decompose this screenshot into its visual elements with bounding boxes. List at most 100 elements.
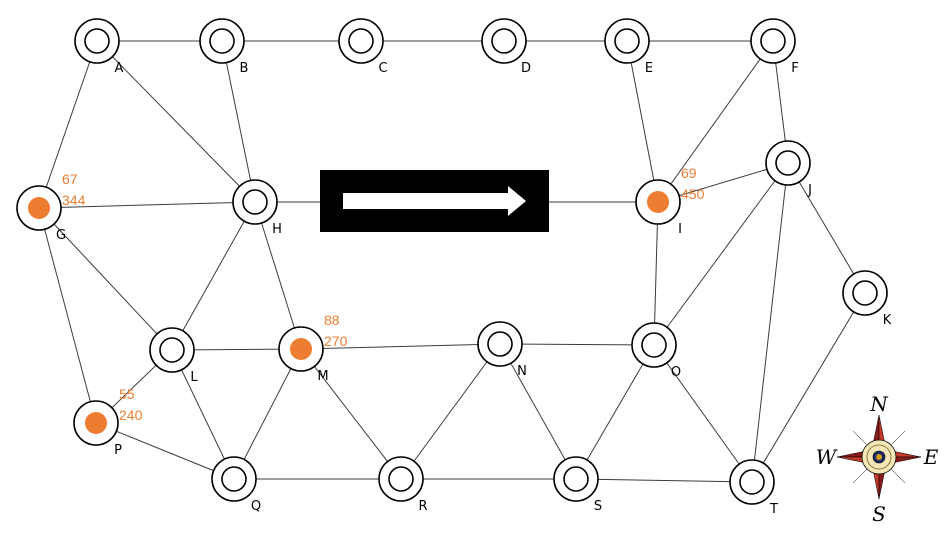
node-inner-ring [491,28,517,54]
node-f[interactable]: F [750,18,799,76]
node-label: B [240,61,249,76]
node-j[interactable]: J [765,140,812,198]
node-inner-ring [487,331,513,357]
node-value-bottom: 240 [119,407,143,423]
node-label: N [517,364,527,379]
node-inner-ring [388,466,414,492]
node-inner-ring [775,150,801,176]
edge-j-t [751,162,789,483]
node-k[interactable]: K [842,270,892,328]
edge-o-s [575,344,655,480]
compass-west-label: W [816,445,838,469]
edge-i-o [653,201,659,346]
node-value-top: 67 [62,171,78,187]
node-label: R [418,499,427,514]
node-label: J [807,183,812,198]
node-s[interactable]: S [553,456,602,514]
right-arrow-icon [343,186,526,216]
node-c[interactable]: C [338,18,388,76]
edge-j-o [653,162,789,346]
edge-o-t [653,344,753,483]
edge-g-h [38,201,256,209]
node-t[interactable]: T [729,459,778,517]
node-inner-ring [760,28,786,54]
compass-east-label: E [923,445,939,469]
node-label: S [594,499,602,514]
node-inner-ring [563,466,589,492]
edge-s-t [575,478,753,483]
node-n[interactable]: N [477,321,527,379]
edge-f-i [657,40,774,203]
node-i[interactable]: I 69 450 [635,165,705,237]
node-label: E [645,61,653,76]
node-g[interactable]: G 67 344 [16,171,86,243]
node-inner-ring [242,189,268,215]
node-label: C [378,61,387,76]
node-label: P [114,443,122,458]
node-label: L [190,370,198,385]
node-marker-dot [28,197,50,219]
node-value-bottom: 344 [62,192,86,208]
node-label: G [56,228,66,243]
node-label: A [115,61,124,76]
node-e[interactable]: E [604,18,653,76]
node-value-top: 55 [119,386,135,402]
edge-k-t [751,292,866,483]
node-h[interactable]: H [232,179,282,237]
edge-n-s [499,343,577,480]
node-b[interactable]: B [199,18,249,76]
node-value-bottom: 270 [324,333,348,349]
edge-m-n [300,343,501,350]
node-label: I [678,222,682,237]
node-label: H [272,222,282,237]
node-d[interactable]: D [481,18,531,76]
edge-e-i [626,40,659,203]
edge-h-l [171,201,256,351]
node-marker-dot [290,338,312,360]
direction-arrow-panel [320,170,549,232]
node-label: Q [251,499,261,514]
compass-north-label: N [869,392,889,416]
edge-m-r [300,348,402,480]
edge-g-l [38,207,173,351]
node-inner-ring [348,28,374,54]
node-a[interactable]: A [74,18,124,76]
edge-j-k [787,162,866,294]
edge-a-h [96,40,256,203]
node-label: O [671,365,681,380]
node-inner-ring [209,28,235,54]
node-label: M [317,369,328,384]
node-inner-ring [84,28,110,54]
node-inner-ring [614,28,640,54]
node-inner-ring [641,332,667,358]
node-value-top: 69 [681,165,697,181]
node-label: F [791,61,798,76]
edge-g-p [38,207,97,424]
node-q[interactable]: Q [211,456,261,514]
node-inner-ring [739,469,765,495]
node-marker-dot [647,191,669,213]
node-marker-dot [85,412,107,434]
edge-h-m [254,201,302,350]
compass-rose-icon: N S E W [816,392,939,526]
edge-l-q [171,349,235,480]
edge-n-o [499,343,655,346]
node-p[interactable]: P 55 240 [73,386,143,458]
node-label: T [769,502,778,517]
edge-a-g [38,40,98,209]
edge-b-h [221,40,256,203]
node-label: D [521,61,531,76]
node-inner-ring [221,466,247,492]
node-o[interactable]: O [631,322,681,380]
node-l[interactable]: L [149,327,198,385]
edges-layer [38,40,866,483]
node-label: K [883,313,892,328]
node-inner-ring [852,280,878,306]
compass-south-label: S [872,502,886,526]
node-value-bottom: 450 [681,186,705,202]
node-r[interactable]: R [378,456,428,514]
edge-p-q [95,422,235,480]
